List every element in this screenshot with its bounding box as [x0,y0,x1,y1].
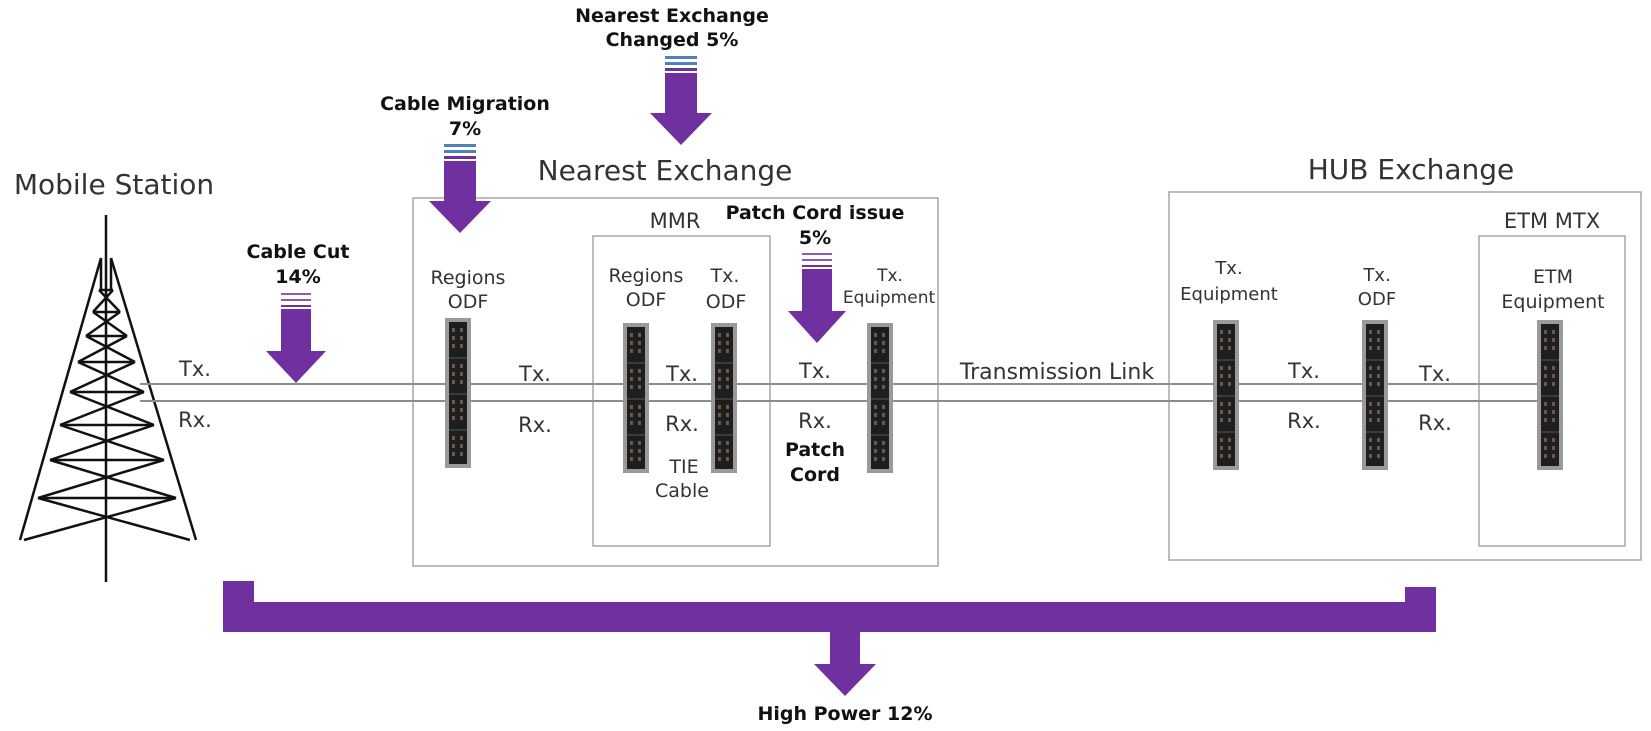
fiber-lines [140,383,1548,402]
hub-exchange-box [1168,191,1642,561]
tx-equipment-rack-1 [866,322,894,474]
regions-odf-label-2a: Regions [609,265,684,287]
tx-label-4: Tx. [798,359,831,383]
tx-equipment-label-2b: Equipment [1180,284,1278,305]
nearest-exchange-box [412,197,939,567]
tx-equipment-label-1b: Equipment [843,288,936,308]
tie-cable-label-2: Cable [655,480,709,502]
regions-odf-label-2b: ODF [626,289,667,311]
nearest-exchange-changed-label-1: Nearest Exchange [575,5,769,27]
cable-cut-label-1: Cable Cut [247,241,350,263]
tx-odf-label-1a: Tx. [710,265,740,287]
rx-label-6: Rx. [1418,411,1452,435]
cable-migration-label-2: 7% [449,118,481,140]
patch-cord-label-1: Patch [785,439,845,461]
mobile-tower-icon [18,215,198,582]
regions-odf-rack-1 [444,317,472,469]
nearest-exchange-changed-label-2: Changed 5% [606,29,739,51]
etm-equipment-label-b: Equipment [1501,291,1604,313]
tx-label-5: Tx. [1287,359,1320,383]
high-power-bracket [223,581,1436,632]
mmr-box [592,235,771,547]
high-power-label: High Power 12% [757,703,932,725]
hub-exchange-title: HUB Exchange [1308,153,1514,186]
arrow-icon [814,632,876,696]
tx-equipment-rack-2 [1212,319,1240,471]
arrow-icon [266,293,326,383]
tx-label-2: Tx. [518,362,551,386]
arrow-icon [650,56,712,145]
tx-equipment-label-1a: Tx. [876,266,903,286]
etm-equipment-rack [1536,319,1564,471]
regions-odf-label-1a: Regions [431,267,506,289]
mmr-title: MMR [650,209,701,233]
rx-label-5: Rx. [1287,409,1321,433]
tx-odf-label-1b: ODF [706,291,747,313]
rx-label-1: Rx. [178,408,212,432]
patch-cord-label-2: Cord [790,464,840,486]
rx-label-4: Rx. [798,409,832,433]
cable-migration-label-1: Cable Migration [380,93,550,115]
tie-cable-label-1: TIE [668,456,698,478]
tx-equipment-label-2a: Tx. [1214,258,1242,279]
etm-mtx-box [1478,235,1626,547]
rx-label-2: Rx. [518,413,552,437]
regions-odf-label-1b: ODF [448,291,489,313]
cable-cut-label-2: 14% [275,266,320,288]
regions-odf-rack-2 [622,322,650,474]
patch-cord-issue-label-2: 5% [799,227,831,249]
tx-odf-label-2b: ODF [1358,289,1396,310]
arrow-icon [429,144,491,233]
tx-odf-label-2a: Tx. [1362,265,1390,286]
tx-odf-rack-2 [1361,319,1389,471]
etm-mtx-title: ETM MTX [1504,209,1600,233]
nearest-exchange-title: Nearest Exchange [538,154,793,187]
mobile-station-title: Mobile Station [14,168,214,201]
transmission-link-label: Transmission Link [959,360,1154,385]
etm-equipment-label-a: ETM [1533,266,1573,288]
arrow-icon [788,253,846,343]
tx-label-6: Tx. [1418,362,1451,386]
tx-label-1: Tx. [178,357,211,381]
tx-label-3: Tx. [665,362,698,386]
patch-cord-issue-label-1: Patch Cord issue [726,202,905,224]
rx-label-3: Rx. [665,412,699,436]
tx-odf-rack-1 [710,322,738,474]
